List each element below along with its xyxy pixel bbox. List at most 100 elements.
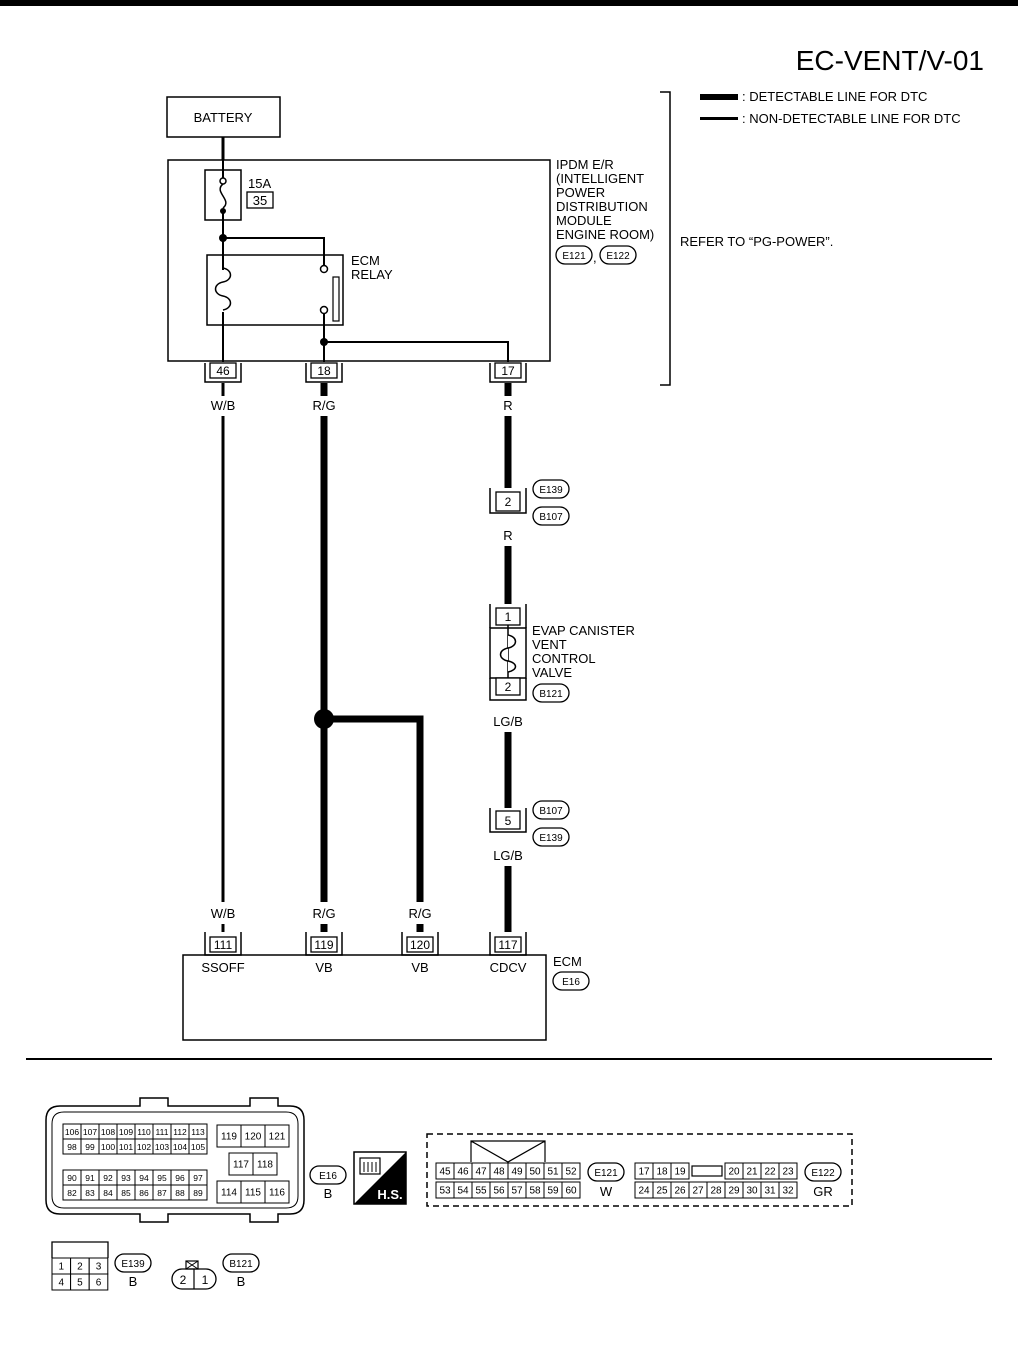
e122-pin-21: 21 [742, 1162, 762, 1180]
svg-text:20: 20 [728, 1167, 740, 1178]
legend: : DETECTABLE LINE FOR DTC : NON-DETECTAB… [700, 89, 961, 126]
svg-text:E139: E139 [539, 485, 563, 496]
svg-text:106: 106 [65, 1127, 79, 1137]
e122-pin-28: 28 [706, 1181, 726, 1199]
svg-text:19: 19 [674, 1167, 686, 1178]
e122-id-badge: E122 [804, 1162, 842, 1182]
svg-text:1: 1 [505, 610, 512, 624]
svg-text:103: 103 [155, 1142, 169, 1152]
e16-pin-93: 93 [116, 1169, 136, 1186]
svg-text:22: 22 [764, 1167, 776, 1178]
ecm-box [182, 954, 547, 1041]
e121-pin-45: 45 [435, 1162, 455, 1180]
ipdm-pin-17: 17 [489, 362, 527, 383]
ecm-terminal-cdcv: CDCV [490, 960, 527, 975]
e16-pin-83: 83 [80, 1184, 100, 1201]
svg-text:23: 23 [782, 1167, 794, 1178]
e121-pin-57: 57 [507, 1181, 527, 1199]
svg-text:46: 46 [457, 1167, 469, 1178]
svg-text:120: 120 [245, 1132, 262, 1143]
e122-pin-31: 31 [760, 1181, 780, 1199]
svg-text:EVAP CANISTER: EVAP CANISTER [532, 623, 635, 638]
e121-pin-46: 46 [453, 1162, 473, 1180]
ecm-pin-117: 117 [489, 932, 527, 956]
battery-label: BATTERY [194, 110, 253, 125]
svg-text:60: 60 [565, 1186, 577, 1197]
e16-pin-90: 90 [62, 1169, 82, 1186]
svg-text:83: 83 [85, 1188, 95, 1198]
e16-pin-92: 92 [98, 1169, 118, 1186]
ipdm-connector-e122-badge: E122 [599, 245, 637, 265]
e139-id-badge: E139 [114, 1253, 152, 1273]
ipdm-box [167, 159, 551, 362]
svg-text:58: 58 [529, 1186, 541, 1197]
svg-text:84: 84 [103, 1188, 113, 1198]
e139-pin-5: 5 [70, 1273, 90, 1291]
e122-pin-20: 20 [724, 1162, 744, 1180]
e121-pin-59: 59 [543, 1181, 563, 1199]
e16-pin-96: 96 [170, 1169, 190, 1186]
e16-pin-102: 102 [134, 1138, 154, 1155]
wire-label-lgb: LG/B [493, 714, 523, 729]
e16-pin-116: 116 [264, 1180, 290, 1204]
e16-pin-117: 117 [228, 1152, 254, 1176]
svg-text:B121: B121 [539, 689, 563, 700]
svg-text:116: 116 [269, 1188, 285, 1199]
wire-label-rg: R/G [312, 398, 335, 413]
svg-text:82: 82 [67, 1188, 77, 1198]
svg-text:102: 102 [137, 1142, 151, 1152]
ipdm-pin-46: 46 [204, 362, 242, 383]
e16-pin-103: 103 [152, 1138, 172, 1155]
e16-pin-91: 91 [80, 1169, 100, 1186]
svg-text:95: 95 [157, 1173, 167, 1183]
e121-id-badge: E121 [587, 1162, 625, 1182]
e122-pin-17: 17 [634, 1162, 654, 1180]
page-title: EC-VENT/V-01 [796, 45, 984, 76]
e16-pin-82: 82 [62, 1184, 82, 1201]
b121-connector-face: 2 1 [171, 1260, 217, 1290]
svg-text:117: 117 [498, 938, 517, 952]
e122-pin-24: 24 [634, 1181, 654, 1199]
svg-text:E121: E121 [562, 251, 586, 262]
svg-text:118: 118 [257, 1160, 273, 1171]
e16-pin-86: 86 [134, 1184, 154, 1201]
svg-text:1: 1 [202, 1273, 209, 1287]
e121-pin-58: 58 [525, 1181, 545, 1199]
ipdm-connector-e121-badge: E121 [555, 245, 593, 265]
svg-text:MODULE: MODULE [556, 213, 612, 228]
ecm-wire-label-wb: W/B [211, 906, 236, 921]
svg-text:5: 5 [505, 814, 512, 828]
svg-text:45: 45 [439, 1167, 451, 1178]
ecm-pin-111: 111 [204, 932, 242, 956]
e122-pin-19: 19 [670, 1162, 690, 1180]
e121-pin-52: 52 [561, 1162, 581, 1180]
svg-text:89: 89 [193, 1188, 203, 1198]
e139-pin-3: 3 [88, 1257, 109, 1275]
e122-pin-29: 29 [724, 1181, 744, 1199]
e16-pin-119: 119 [216, 1124, 242, 1148]
svg-text:E122: E122 [811, 1168, 835, 1179]
e16-pin-108: 108 [98, 1123, 118, 1140]
svg-text:112: 112 [173, 1127, 187, 1137]
e16-pin-110: 110 [134, 1123, 154, 1140]
fuse-rating: 15A [248, 176, 271, 191]
legend-non-detectable-label: : NON-DETECTABLE LINE FOR DTC [742, 111, 961, 126]
fuse-number-box [246, 191, 274, 209]
e139-color: B [129, 1274, 138, 1289]
e16-pin-105: 105 [188, 1138, 208, 1155]
svg-text:30: 30 [746, 1186, 758, 1197]
e121-pin-55: 55 [471, 1181, 491, 1199]
e16-pin-120: 120 [240, 1124, 266, 1148]
jc1-top-connector-badge: E139 [532, 479, 570, 499]
e121-pin-47: 47 [471, 1162, 491, 1180]
svg-text:92: 92 [103, 1173, 113, 1183]
harness-side-icon: H.S. [353, 1151, 407, 1205]
e16-pin-114: 114 [216, 1180, 242, 1204]
svg-text:E139: E139 [539, 833, 563, 844]
e139-pin-2: 2 [70, 1257, 90, 1275]
svg-text:100: 100 [101, 1142, 115, 1152]
svg-text:49: 49 [511, 1167, 523, 1178]
svg-text:CONTROL: CONTROL [532, 651, 596, 666]
svg-text:101: 101 [119, 1142, 133, 1152]
svg-text:21: 21 [746, 1167, 758, 1178]
